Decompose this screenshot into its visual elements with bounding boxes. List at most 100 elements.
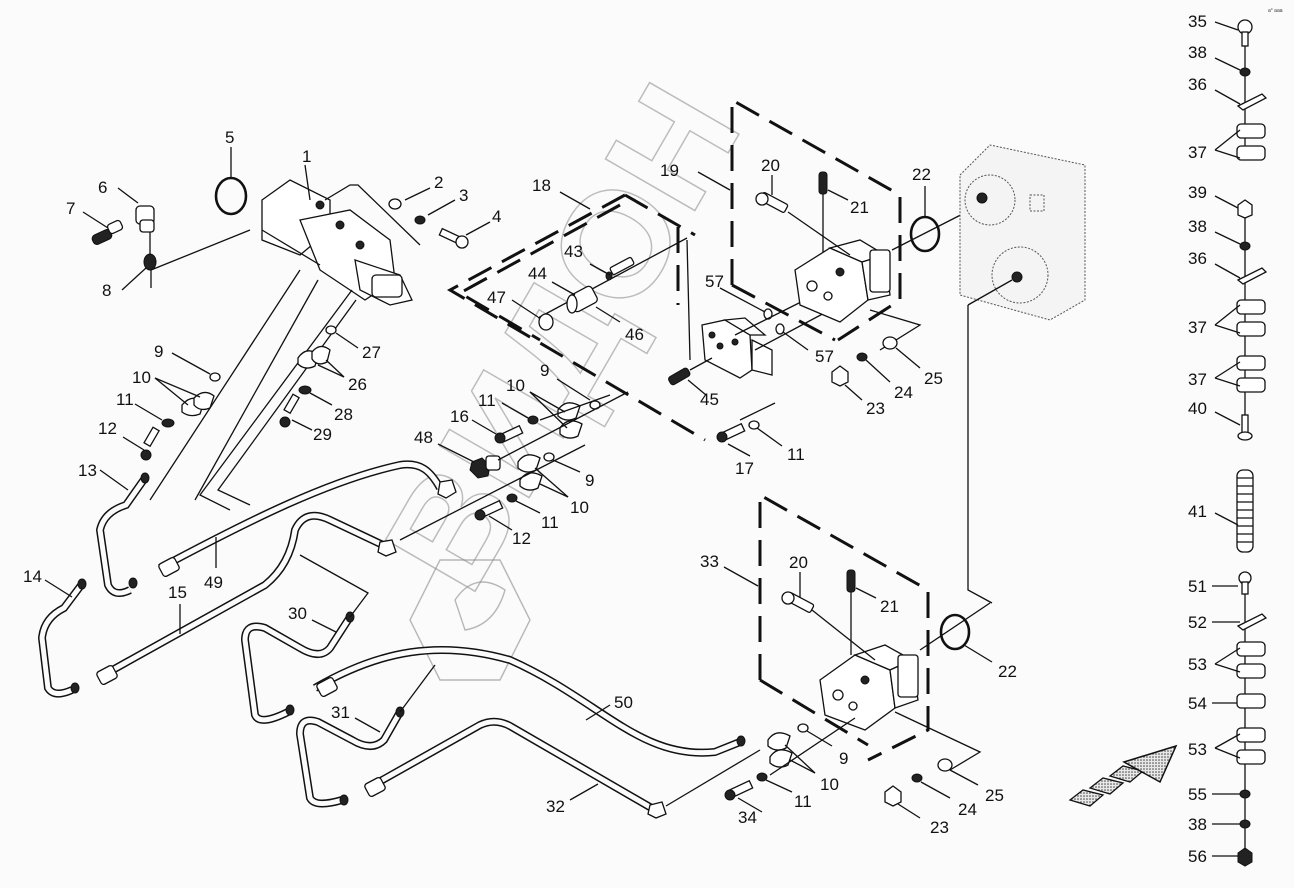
bolt-12a[interactable] [140,426,160,461]
pipe-30[interactable] [240,614,354,724]
pipe-clamp-37c[interactable] [1236,355,1266,393]
plug-47[interactable] [538,313,554,331]
hydraulic-pump-lower[interactable] [819,644,919,731]
split-flange-26[interactable] [297,345,331,369]
pipe-14[interactable] [37,581,86,698]
callout-24b: 24 [958,800,977,819]
callout-37c: 37 [1188,370,1207,389]
nut-23a[interactable] [831,365,849,387]
bolt-29[interactable] [279,393,300,428]
callout-17: 17 [735,459,754,478]
adapter-48[interactable] [469,455,501,479]
bolt-16[interactable] [494,424,524,444]
washer-11b[interactable] [527,415,539,425]
bolt-51[interactable] [1238,571,1252,595]
split-flange-10a[interactable] [181,391,215,417]
watermark-logo [409,559,531,681]
callout-5: 5 [225,128,234,147]
plate-36b[interactable] [1236,267,1268,285]
washer-11e[interactable] [748,420,760,430]
o-ring-22a[interactable] [909,215,941,253]
callout-57b: 57 [815,347,834,366]
pipe-31[interactable] [295,710,404,808]
valve-block-45[interactable] [701,317,773,379]
washer-11c[interactable] [506,493,518,503]
pipe-13[interactable] [95,475,149,598]
callout-25a: 25 [924,369,943,388]
callout-20a: 20 [761,156,780,175]
bolt-35[interactable] [1237,19,1253,47]
plate-52[interactable] [1236,613,1268,631]
spacer-block-54[interactable] [1236,693,1266,709]
bolt-34[interactable] [724,779,754,801]
callout-33: 33 [700,552,719,571]
washer-11d[interactable] [756,772,768,782]
callout-40: 40 [1188,399,1207,418]
plug-8[interactable] [143,253,157,271]
callout-11b: 11 [478,391,496,410]
fitting-43[interactable] [605,256,635,281]
nut-23b[interactable] [884,785,902,807]
washer-3[interactable] [414,215,426,225]
pipe-clamp-37a[interactable] [1236,123,1266,161]
callout-29: 29 [313,425,332,444]
callout-45: 45 [700,390,719,409]
o-ring-27[interactable] [325,325,337,335]
spacer-25a[interactable] [882,336,898,350]
nut-39[interactable] [1237,199,1253,219]
pipe-32[interactable] [368,717,658,814]
washer-38c[interactable] [1239,819,1251,829]
cartridge-45[interactable] [667,367,691,386]
o-ring-9a[interactable] [209,372,221,382]
sleeve-44[interactable] [566,285,599,314]
spiral-hose-guard-41[interactable] [1236,469,1254,553]
bolt-20b[interactable] [781,591,815,613]
o-ring-9d[interactable] [797,723,809,733]
callout-2: 2 [434,173,443,192]
callout-36b: 36 [1188,249,1207,268]
washer-24b[interactable] [911,773,923,783]
callout-37a: 37 [1188,143,1207,162]
bolt-40[interactable] [1237,414,1253,441]
hose-end-7[interactable] [91,219,124,246]
split-flange-10c[interactable] [517,454,543,491]
sensor-21a[interactable] [818,171,828,195]
washer-55[interactable] [1239,789,1251,799]
o-ring-9c[interactable] [543,452,555,462]
washer-11a[interactable] [161,418,175,428]
o-ring-57b[interactable] [775,323,785,335]
plate-36a[interactable] [1236,93,1268,111]
pipe-49[interactable] [158,460,444,572]
callout-55: 55 [1188,785,1207,804]
washer-28[interactable] [298,385,312,395]
pipe-clamp-53b[interactable] [1236,727,1266,765]
split-flange-10d[interactable] [767,732,793,768]
washer-38b[interactable] [1239,241,1251,251]
pipe-50[interactable] [312,645,742,757]
callout-46: 46 [625,325,644,344]
pipe-15[interactable] [98,511,387,681]
bolt-4[interactable] [438,227,469,249]
o-ring-5[interactable] [214,176,248,216]
washer-2[interactable] [388,198,402,210]
washer-24a[interactable] [856,352,868,362]
callout-1: 1 [302,147,311,166]
control-valve-block[interactable] [261,179,413,306]
bolt-20a[interactable] [755,191,789,213]
sensor-21b[interactable] [846,569,856,593]
nut-56[interactable] [1237,847,1253,867]
pipe-clamp-53a[interactable] [1236,641,1266,679]
bolt-12b[interactable] [474,499,504,521]
callout-10a: 10 [132,368,151,387]
pipe-clamp-37b[interactable] [1236,299,1266,337]
hydraulic-pump-upper[interactable] [794,239,891,323]
spacer-25b[interactable] [937,758,953,772]
callout-57a: 57 [705,272,724,291]
bolt-17[interactable] [716,422,746,443]
o-ring-22b[interactable] [939,613,971,651]
elbow-fitting-6[interactable] [135,205,155,233]
callout-9b: 9 [540,361,549,380]
washer-38a[interactable] [1239,67,1251,77]
callout-41: 41 [1188,502,1207,521]
callout-6: 6 [98,178,107,197]
